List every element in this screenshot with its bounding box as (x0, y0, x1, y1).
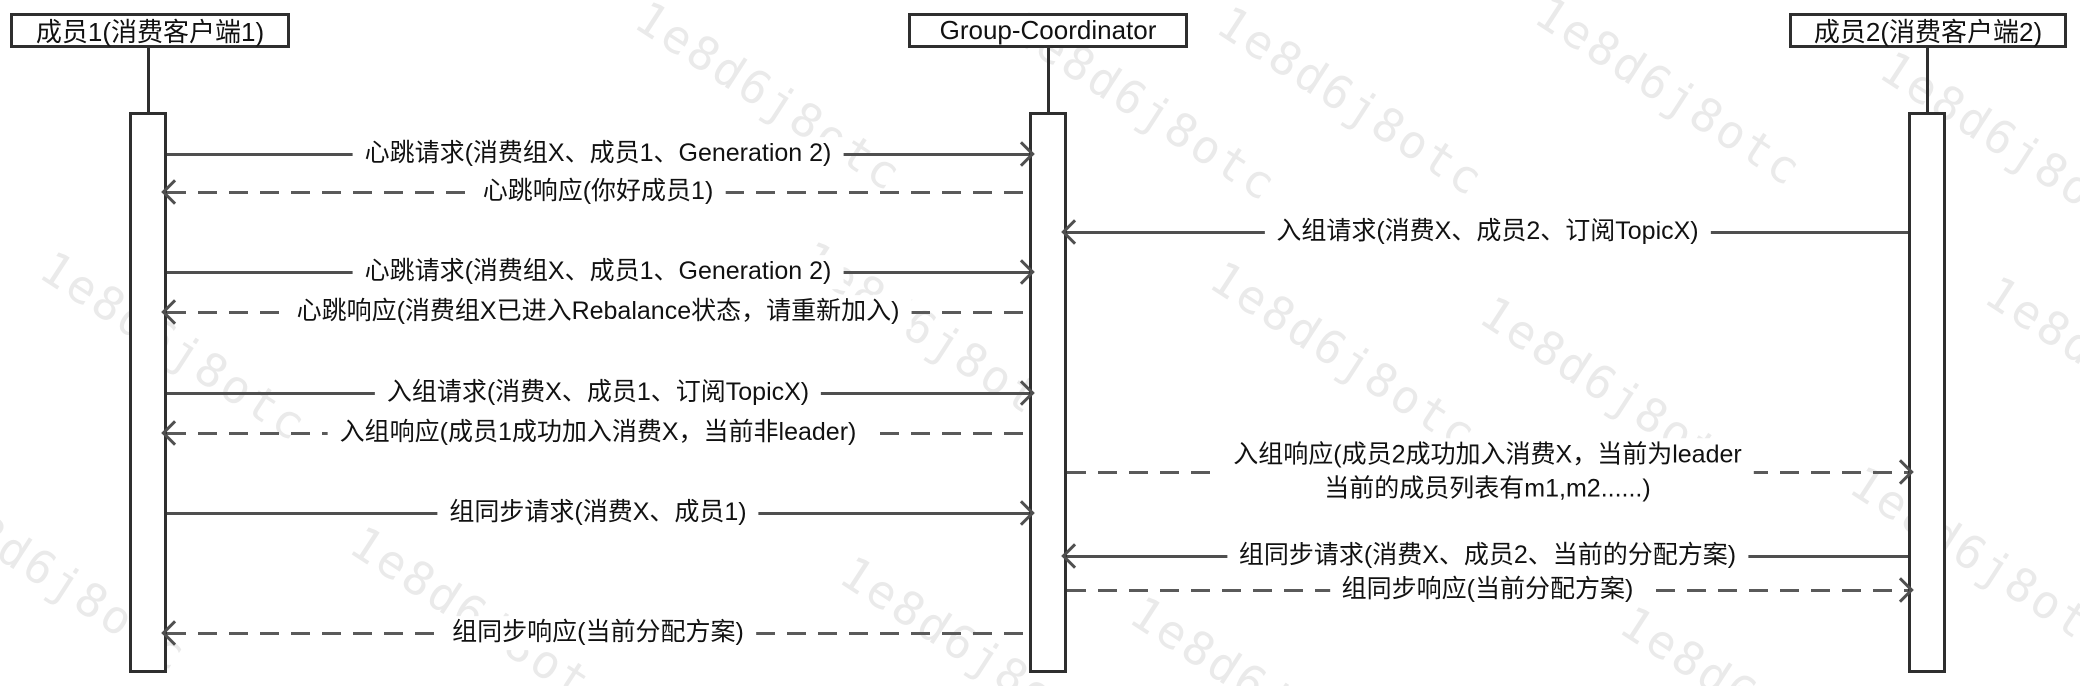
message-label-line1: 入组响应(成员2成功加入消费X，当前为leader (1233, 440, 1742, 469)
actor-box-member2: 成员2(消费客户端2) (1789, 13, 2067, 48)
message-label-line1: 心跳响应(你好成员1) (482, 177, 714, 206)
message-request-arrow: 心跳请求(消费组X、成员1、Generation 2) (167, 137, 1035, 171)
message-label-line1: 入组请求(消费X、成员2、订阅TopicX) (1276, 217, 1699, 246)
lifeline-member1 (147, 48, 150, 112)
message-label-line1: 心跳请求(消费组X、成员1、Generation 2) (364, 257, 832, 286)
message-response-arrow: 心跳响应(消费组X已进入Rebalance状态，请重新加入) (161, 295, 1029, 329)
message-label-line1: 组同步请求(消费X、成员1) (449, 498, 747, 527)
message-label: 心跳响应(消费组X已进入Rebalance状态，请重新加入) (284, 295, 912, 329)
message-request-arrow: 心跳请求(消费组X、成员1、Generation 2) (167, 255, 1035, 289)
message-response-arrow: 组同步响应(当前分配方案) (161, 616, 1029, 650)
message-response-arrow: 组同步响应(当前分配方案) (1067, 573, 1914, 607)
message-request-arrow: 组同步请求(消费X、成员2、当前的分配方案) (1061, 539, 1908, 573)
actor-label-coordinator: Group-Coordinator (939, 15, 1157, 45)
message-label: 心跳请求(消费组X、成员1、Generation 2) (352, 137, 844, 171)
message-label: 组同步请求(消费X、成员2、当前的分配方案) (1226, 539, 1749, 573)
actor-label-member1: 成员1(消费客户端1) (35, 17, 265, 47)
message-label: 心跳响应(你好成员1) (470, 175, 726, 209)
message-label-line1: 入组响应(成员1成功加入消费X，当前非leader) (339, 418, 857, 447)
message-response-arrow: 入组响应(成员2成功加入消费X，当前为leader 当前的成员列表有m1,m2..… (1067, 438, 1914, 506)
activation-bar-member2 (1908, 112, 1946, 673)
message-request-arrow: 入组请求(消费X、成员1、订阅TopicX) (167, 376, 1035, 410)
message-request-arrow: 组同步请求(消费X、成员1) (167, 496, 1035, 530)
lifeline-member2 (1926, 48, 1929, 112)
message-label: 组同步响应(当前分配方案) (1329, 573, 1646, 607)
message-label: 心跳请求(消费组X、成员1、Generation 2) (352, 255, 844, 289)
message-label-line1: 心跳请求(消费组X、成员1、Generation 2) (364, 139, 832, 168)
actor-box-member1: 成员1(消费客户端1) (10, 13, 290, 48)
activation-bar-member1 (129, 112, 167, 673)
activation-bar-coordinator (1029, 112, 1067, 673)
actor-label-member2: 成员2(消费客户端2) (1813, 17, 2043, 47)
message-label-line1: 组同步请求(消费X、成员2、当前的分配方案) (1238, 541, 1737, 570)
actor-box-coordinator: Group-Coordinator (908, 13, 1188, 48)
message-label: 入组响应(成员1成功加入消费X，当前非leader) (327, 416, 869, 450)
message-label: 入组请求(消费X、成员1、订阅TopicX) (374, 376, 822, 410)
message-label-line1: 入组请求(消费X、成员1、订阅TopicX) (386, 378, 810, 407)
message-label-line1: 组同步响应(当前分配方案) (452, 618, 744, 647)
message-label-line1: 心跳响应(消费组X已进入Rebalance状态，请重新加入) (296, 297, 900, 326)
message-label: 入组请求(消费X、成员2、订阅TopicX) (1264, 215, 1711, 249)
message-response-arrow: 心跳响应(你好成员1) (161, 175, 1029, 209)
message-request-arrow: 入组请求(消费X、成员2、订阅TopicX) (1061, 215, 1908, 249)
message-label: 组同步请求(消费X、成员1) (437, 496, 759, 530)
message-label: 组同步响应(当前分配方案) (440, 616, 756, 650)
message-label-line2: 当前的成员列表有m1,m2......) (1324, 474, 1651, 502)
message-response-arrow: 入组响应(成员1成功加入消费X，当前非leader) (161, 416, 1029, 450)
message-label: 入组响应(成员2成功加入消费X，当前为leader 当前的成员列表有m1,m2..… (1221, 438, 1754, 506)
message-label-line1: 组同步响应(当前分配方案) (1341, 575, 1634, 604)
lifeline-coordinator (1047, 48, 1050, 112)
